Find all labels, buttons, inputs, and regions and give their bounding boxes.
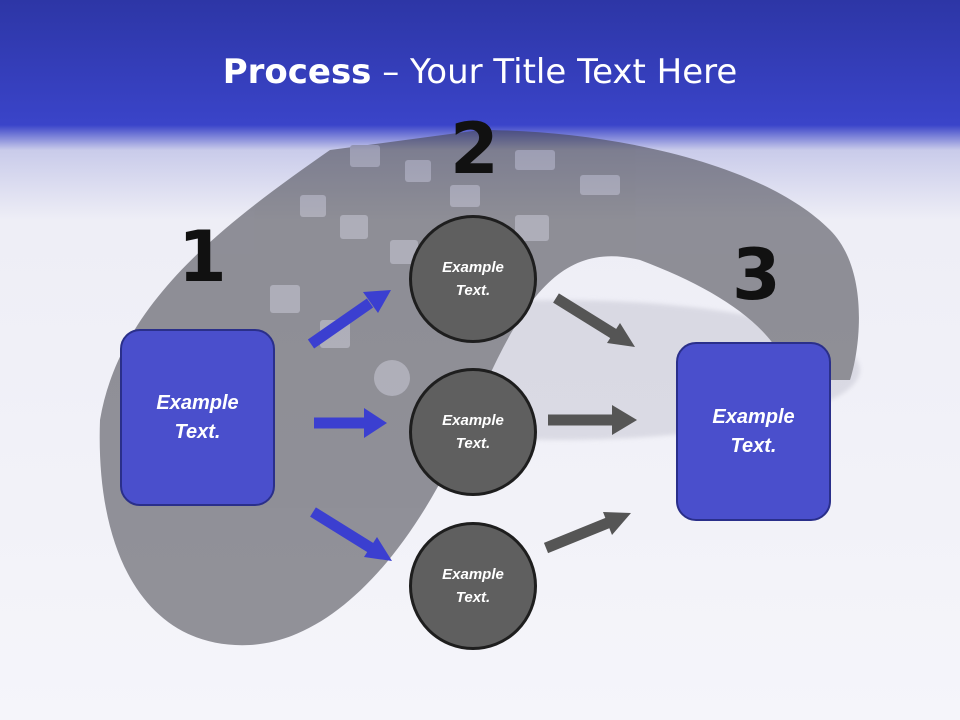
target-box-line1: Example	[712, 405, 795, 428]
title-bold: Process	[222, 52, 372, 92]
title-rest: – Your Title Text Here	[371, 52, 738, 92]
blue-arrow-down	[310, 507, 392, 561]
gray-arrow-down	[553, 293, 635, 347]
circle-1-line2: Text.	[455, 282, 491, 299]
target-box-line2: Text.	[730, 434, 777, 457]
step-number-3: 3	[732, 234, 781, 316]
gray-arrow-up	[543, 512, 631, 554]
circle-2-line1: Example	[442, 412, 504, 429]
step-number-2: 2	[450, 108, 499, 190]
source-box-line1: Example	[156, 391, 239, 414]
gray-arrow-right	[548, 405, 637, 435]
circle-3-line2: Text.	[455, 589, 491, 606]
page-title: Process – Your Title Text Here	[0, 52, 960, 92]
blue-arrow-right	[314, 408, 387, 438]
circle-2-line2: Text.	[455, 435, 491, 452]
source-box-line2: Text.	[174, 420, 221, 443]
step-number-1: 1	[178, 216, 227, 298]
circle-3-line1: Example	[442, 566, 504, 583]
blue-arrow-up	[307, 290, 391, 349]
circle-1-line1: Example	[442, 259, 504, 276]
